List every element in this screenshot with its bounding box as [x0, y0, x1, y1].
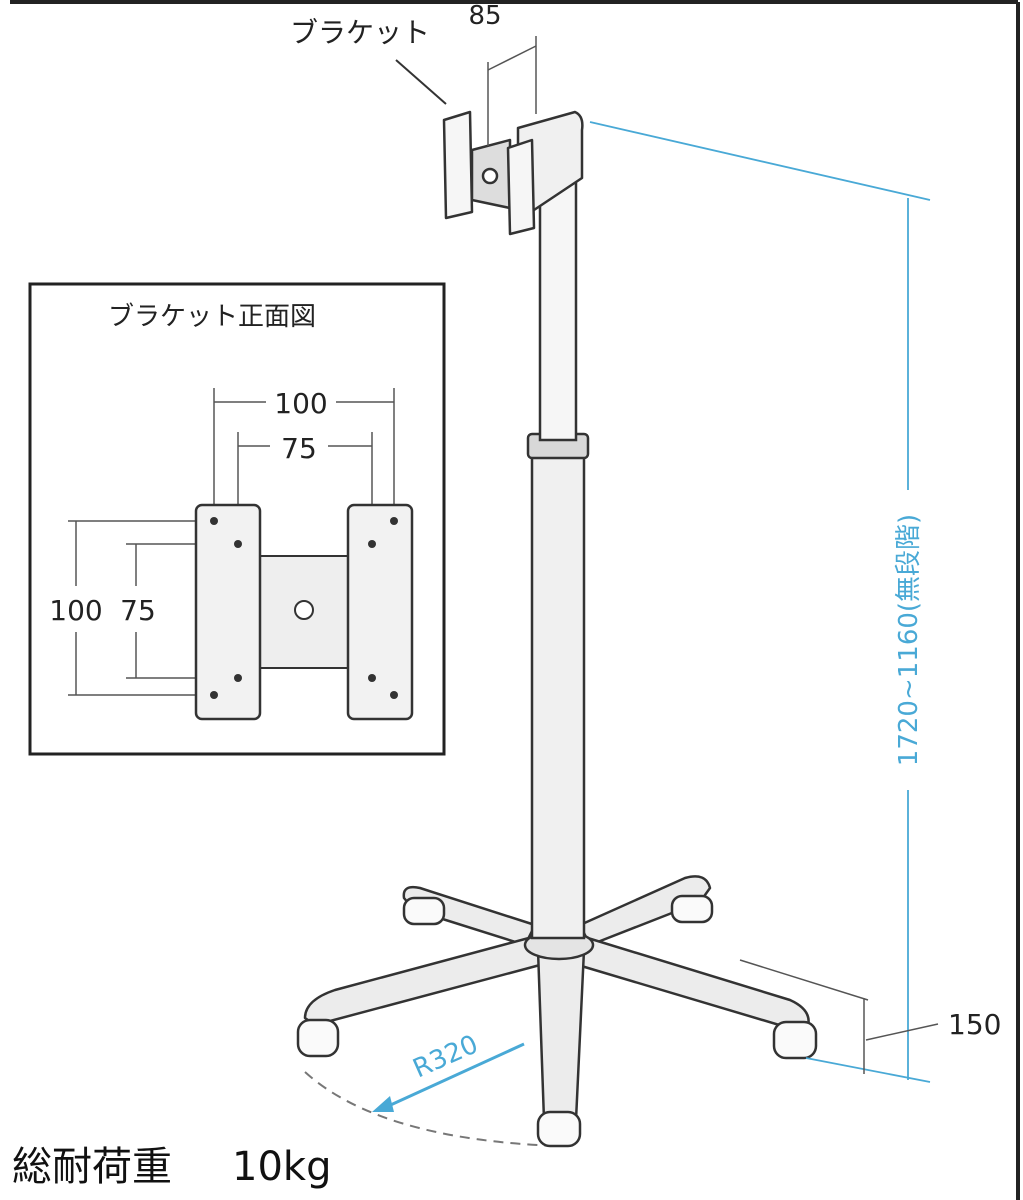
dim-outer-vertical: 100 — [49, 594, 102, 627]
radius-arrow-head — [372, 1096, 394, 1112]
caster-back-left — [402, 896, 446, 926]
radius-arrow-line — [383, 1042, 525, 1110]
bracket-front-view-inset: ブラケット正面図 100 75 100 75 — [28, 282, 446, 756]
caster-front-left — [296, 1018, 340, 1058]
bracket-leader-line — [395, 59, 447, 105]
base-arm-front-left — [303, 933, 542, 1027]
bracket-right-plate — [346, 503, 414, 721]
caster-front-right — [772, 1020, 818, 1060]
base-arm-front-right — [576, 933, 810, 1032]
base-height-label: 150 — [948, 1008, 1001, 1041]
height-bottom-extension — [805, 1057, 931, 1083]
bracket-head — [442, 110, 584, 236]
lower-pole — [530, 436, 586, 940]
inset-title: ブラケット正面図 — [108, 302, 316, 332]
caster-front — [536, 1110, 582, 1148]
dim-inner-vertical: 75 — [120, 594, 156, 627]
bracket-screw-holes — [210, 517, 398, 699]
bracket-label: ブラケット — [290, 16, 430, 49]
height-top-extension — [589, 121, 931, 201]
base-radius-arc — [304, 1071, 561, 1147]
bracket-head-plate — [442, 110, 474, 220]
bracket-width-label: 85 — [468, 1, 501, 31]
bracket-left-plate — [194, 503, 262, 721]
bracket-head-knob — [481, 167, 499, 185]
base-arm-front — [536, 948, 586, 1128]
base-radius-label: R320 — [409, 1029, 483, 1084]
bracket-width-dimension — [487, 36, 537, 146]
dim-inner-horizontal: 75 — [281, 432, 317, 465]
bracket-front-drawing — [194, 503, 414, 721]
dim-outer-horizontal: 100 — [274, 387, 327, 420]
height-dimension-lines — [589, 121, 931, 1083]
load-capacity-label: 総耐荷重 — [12, 1144, 172, 1190]
load-capacity-value: 10kg — [232, 1144, 331, 1190]
bracket-head-plate-right — [506, 138, 536, 236]
height-range-label: 1720~1160(無段階) — [894, 514, 924, 766]
casters — [296, 894, 818, 1148]
caster-back-right — [670, 894, 714, 924]
base-height-dimension — [739, 959, 939, 1074]
stand-drawing: ブラケット 85 — [290, 1, 818, 1148]
bracket-center-hole — [294, 600, 314, 620]
